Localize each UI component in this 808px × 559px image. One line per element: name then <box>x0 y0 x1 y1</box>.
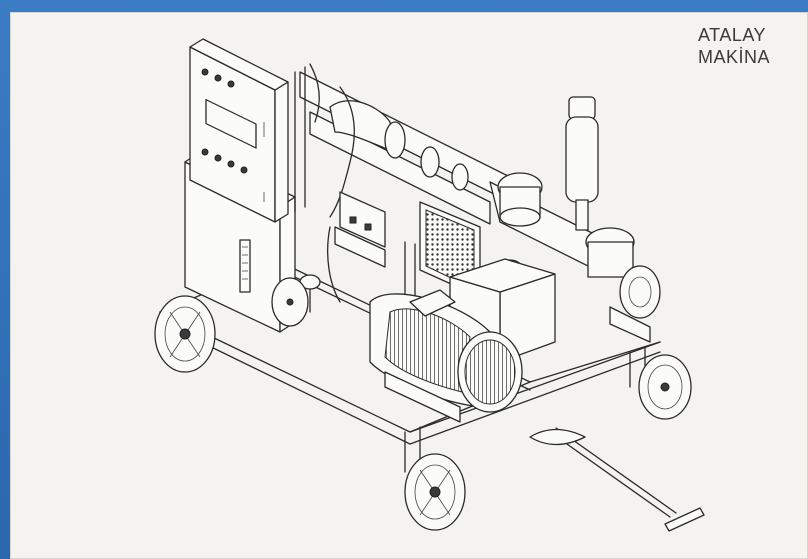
brand-line-2: MAKİNA <box>698 47 771 67</box>
tow-handle <box>529 427 705 532</box>
brand-line-1: ATALAY <box>698 25 767 45</box>
wheel-rear-left <box>271 277 309 327</box>
wheel-front-right <box>404 453 466 531</box>
cylinder-assembly <box>294 63 511 225</box>
wheel-rear-right <box>638 354 692 420</box>
illustration-panel: ATALAY MAKİNA <box>10 12 808 559</box>
control-panel <box>189 38 289 223</box>
pump-unit-drawing <box>154 38 705 532</box>
wheel-front-left <box>154 295 216 373</box>
accumulator <box>565 96 599 231</box>
electric-motor <box>369 289 523 423</box>
brand-label: ATALAY MAKİNA <box>698 24 808 68</box>
pump-head <box>489 172 661 343</box>
valve-block <box>299 191 416 313</box>
